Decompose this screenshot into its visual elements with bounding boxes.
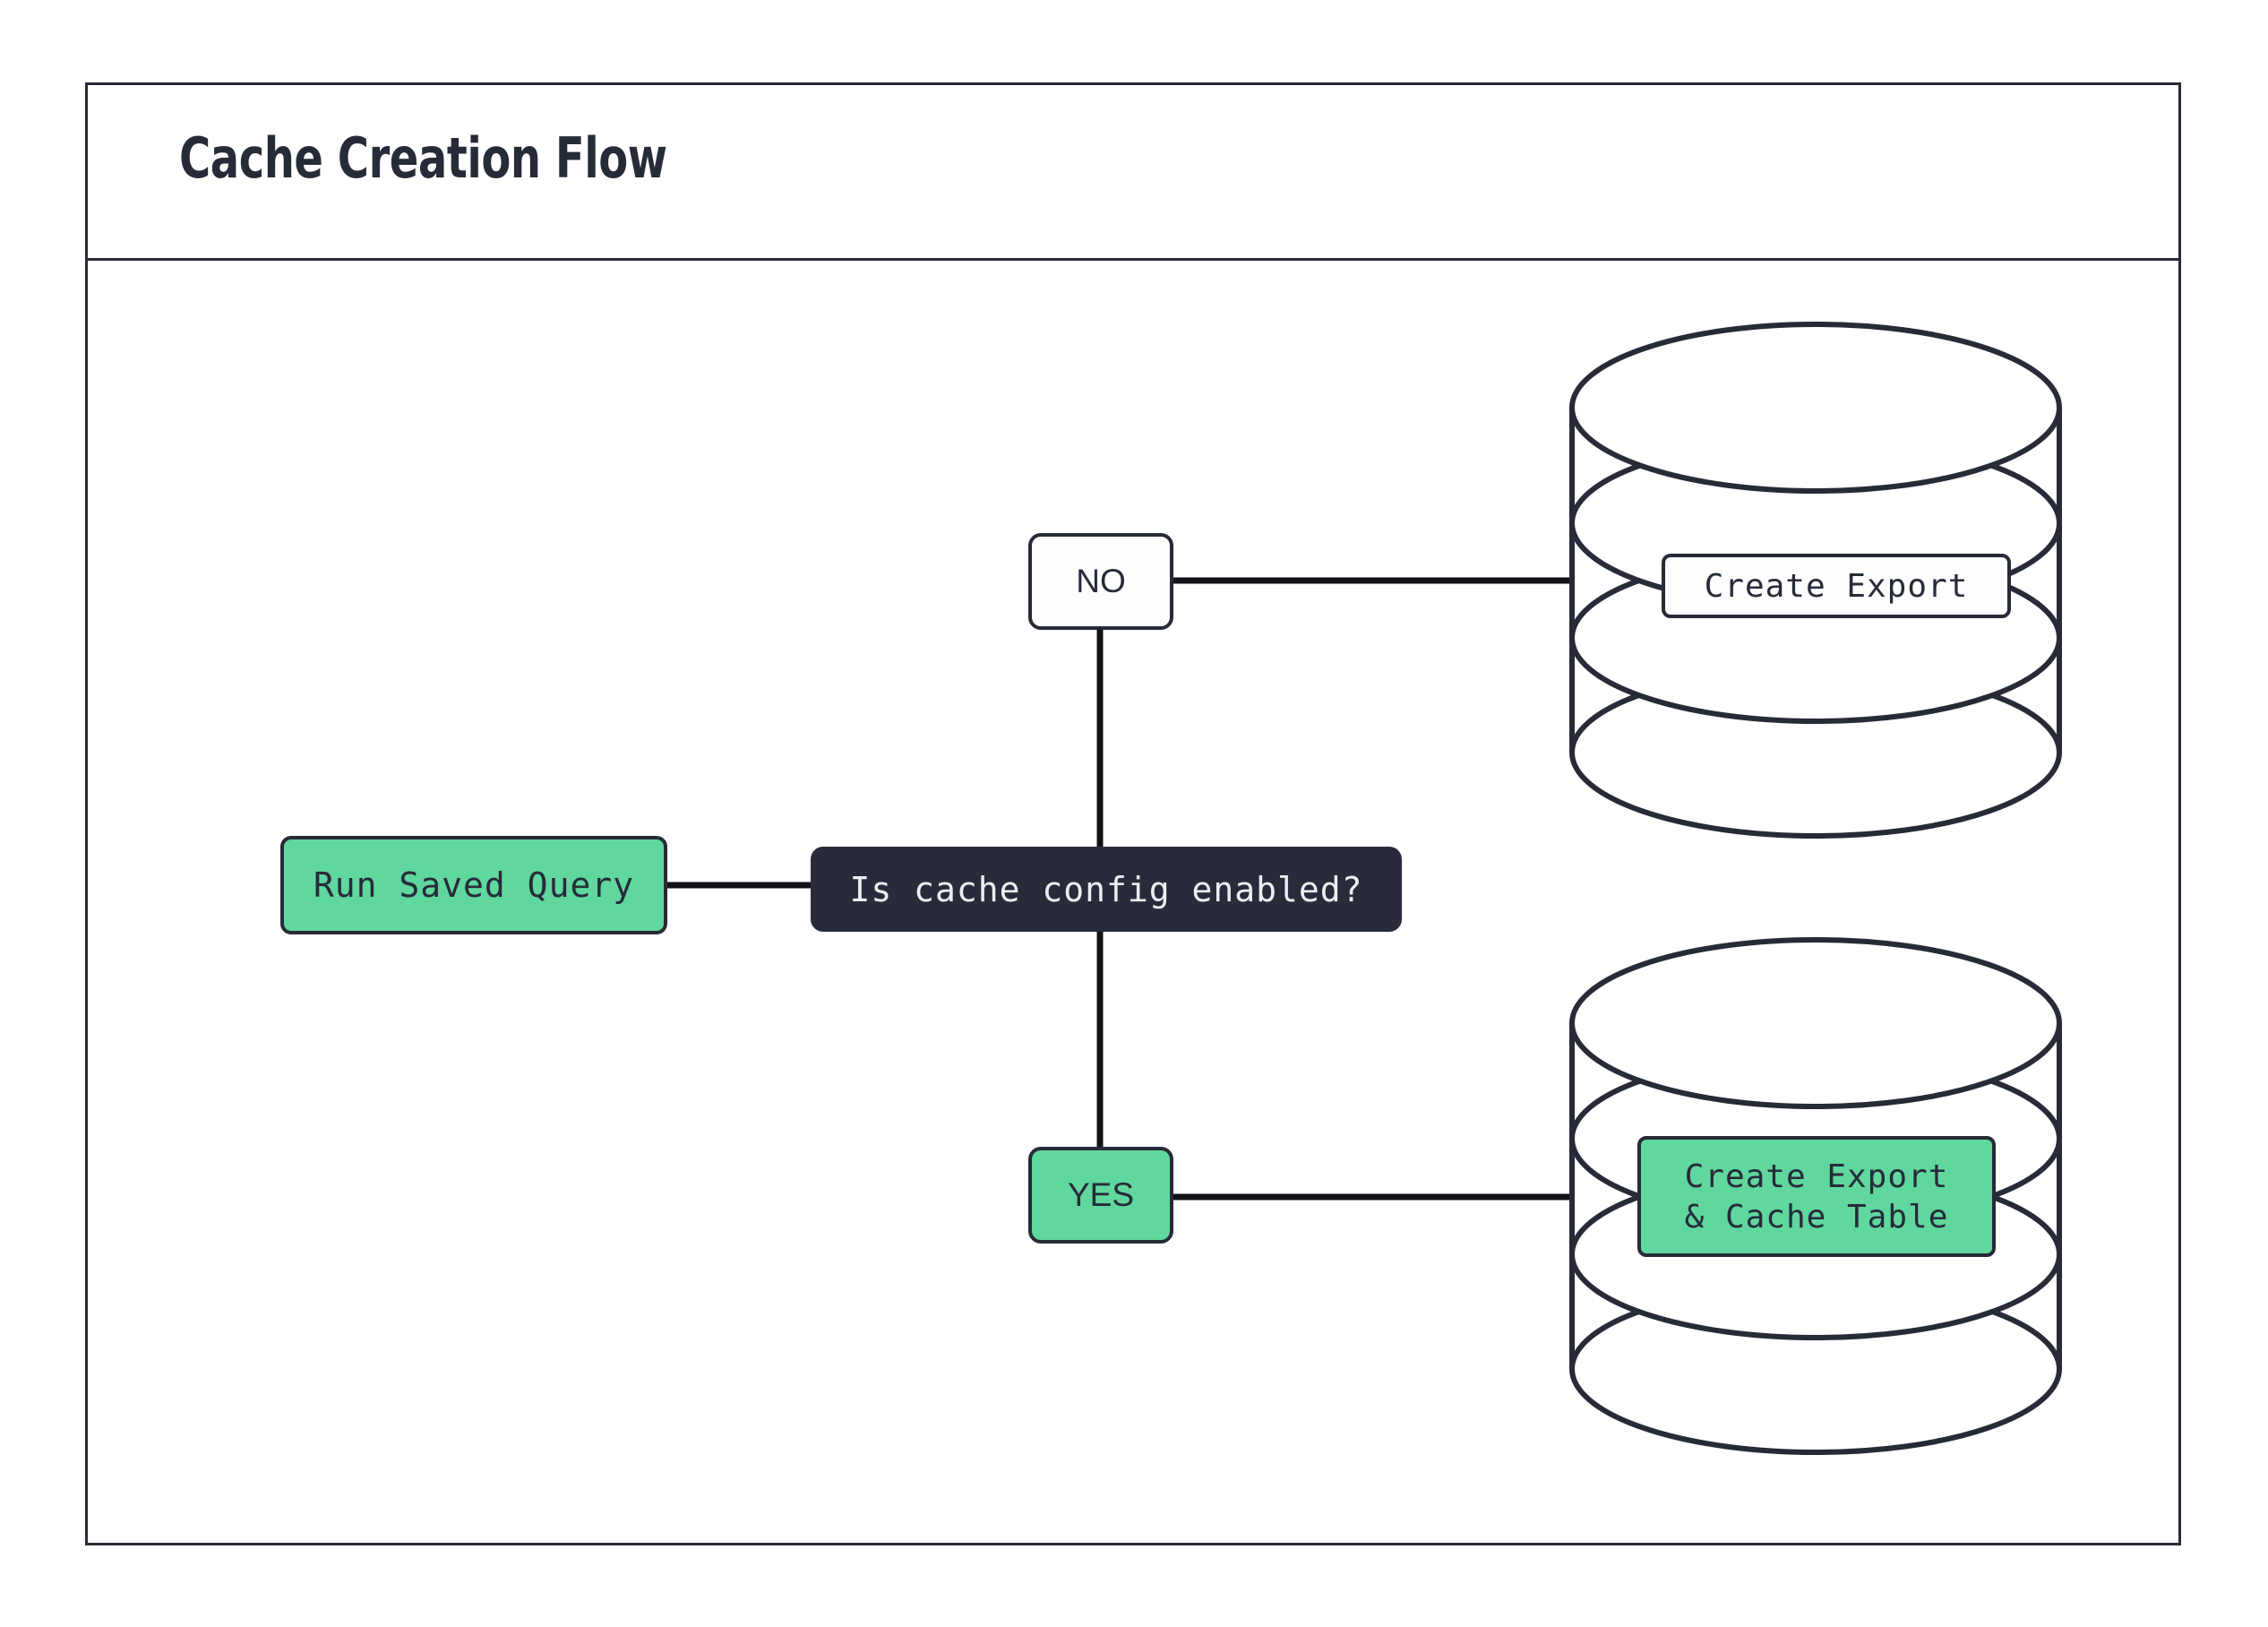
node-branch-yes[interactable]: YES [1028,1147,1173,1244]
node-branch-no[interactable]: NO [1028,533,1173,630]
diagram-header-bar [85,82,2181,261]
db-bottom-label-create-export-and-cache-table[interactable]: Create Export & Cache Table [1637,1136,1996,1257]
page-title: Cache Creation Flow [179,125,667,191]
node-run-saved-query[interactable]: Run Saved Query [280,836,667,934]
node-decision-is-cache-config-enabled[interactable]: Is cache config enabled? [811,847,1402,932]
db-top-label-create-export[interactable]: Create Export [1662,554,2011,618]
diagram-frame [85,82,2181,1545]
